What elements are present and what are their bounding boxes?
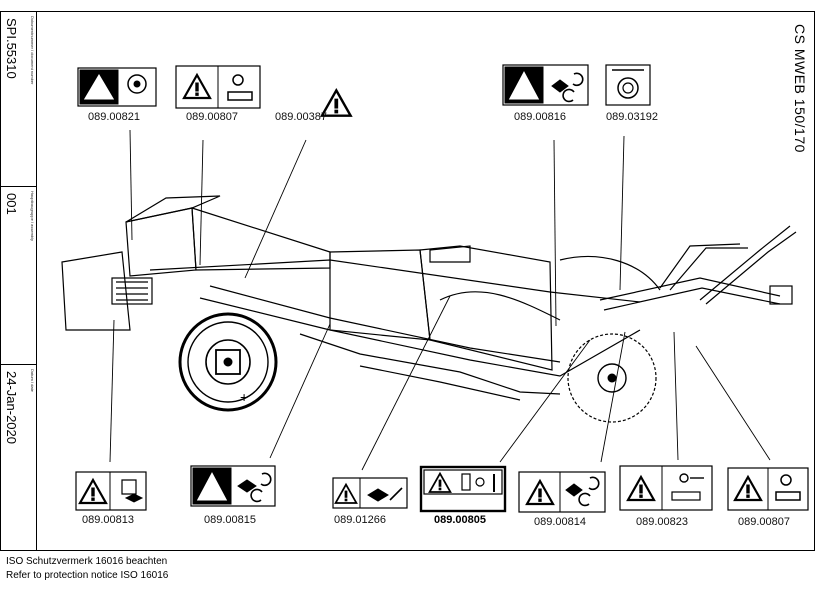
document-number-cell: Dokumentnummer / document number SPI.553… — [1, 12, 37, 187]
svg-text:+: + — [240, 389, 248, 405]
decal-089-03192 — [605, 64, 651, 106]
part-label-089-00805: 089.00805 — [434, 514, 486, 526]
decal-089-00815 — [190, 465, 276, 507]
part-label-089-00807-top: 089.00807 — [186, 111, 238, 123]
iso-notice-de: ISO Schutzvermerk 16016 beachten — [6, 556, 168, 567]
assembly-value: 001 — [4, 193, 19, 215]
decal-089-00813 — [75, 471, 147, 511]
part-label-089-00807-bottom: 089.00807 — [738, 516, 790, 528]
decal-089-00814 — [518, 471, 606, 513]
decal-089-00807-top — [175, 65, 261, 109]
decal-089-01266 — [332, 477, 408, 509]
date-label: Datum / date — [30, 369, 35, 392]
part-label-089-00815: 089.00815 — [204, 514, 256, 526]
part-label-089-00387: 089.00387 — [275, 111, 327, 123]
decal-089-00807-bottom — [727, 467, 809, 511]
assembly-label: Hauptbaugruppe / assembly — [30, 191, 35, 242]
front-wheel: + — [178, 312, 278, 412]
mower-machine — [61, 195, 797, 401]
leader-lines — [109, 129, 771, 471]
date-value: 24-Jan-2020 — [4, 371, 19, 444]
decal-089-00821 — [77, 67, 157, 107]
part-label-089-01266: 089.01266 — [334, 514, 386, 526]
date-cell: Datum / date 24-Jan-2020 — [1, 365, 37, 550]
document-number-label: Dokumentnummer / document number — [30, 16, 35, 85]
document-number-value: SPI.55310 — [4, 18, 19, 79]
decal-089-00816 — [502, 64, 589, 106]
decal-089-00823 — [619, 465, 713, 511]
assembly-cell: Hauptbaugruppe / assembly 001 — [1, 187, 37, 365]
part-label-089-00814: 089.00814 — [534, 516, 586, 528]
part-label-089-00813: 089.00813 — [82, 514, 134, 526]
decal-089-00805 — [419, 465, 507, 513]
drawing-frame: Dokumentnummer / document number SPI.553… — [0, 11, 815, 551]
drawing-title: CS MWEB 150/170 — [792, 24, 808, 153]
iso-notice-en: Refer to protection notice ISO 16016 — [6, 570, 169, 581]
part-label-089-00816: 089.00816 — [514, 111, 566, 123]
part-label-089-00823: 089.00823 — [636, 516, 688, 528]
part-label-089-03192: 089.03192 — [606, 111, 658, 123]
part-label-089-00821: 089.00821 — [88, 111, 140, 123]
saw-blade — [567, 333, 657, 423]
title-block-sidebar: Dokumentnummer / document number SPI.553… — [1, 12, 37, 550]
